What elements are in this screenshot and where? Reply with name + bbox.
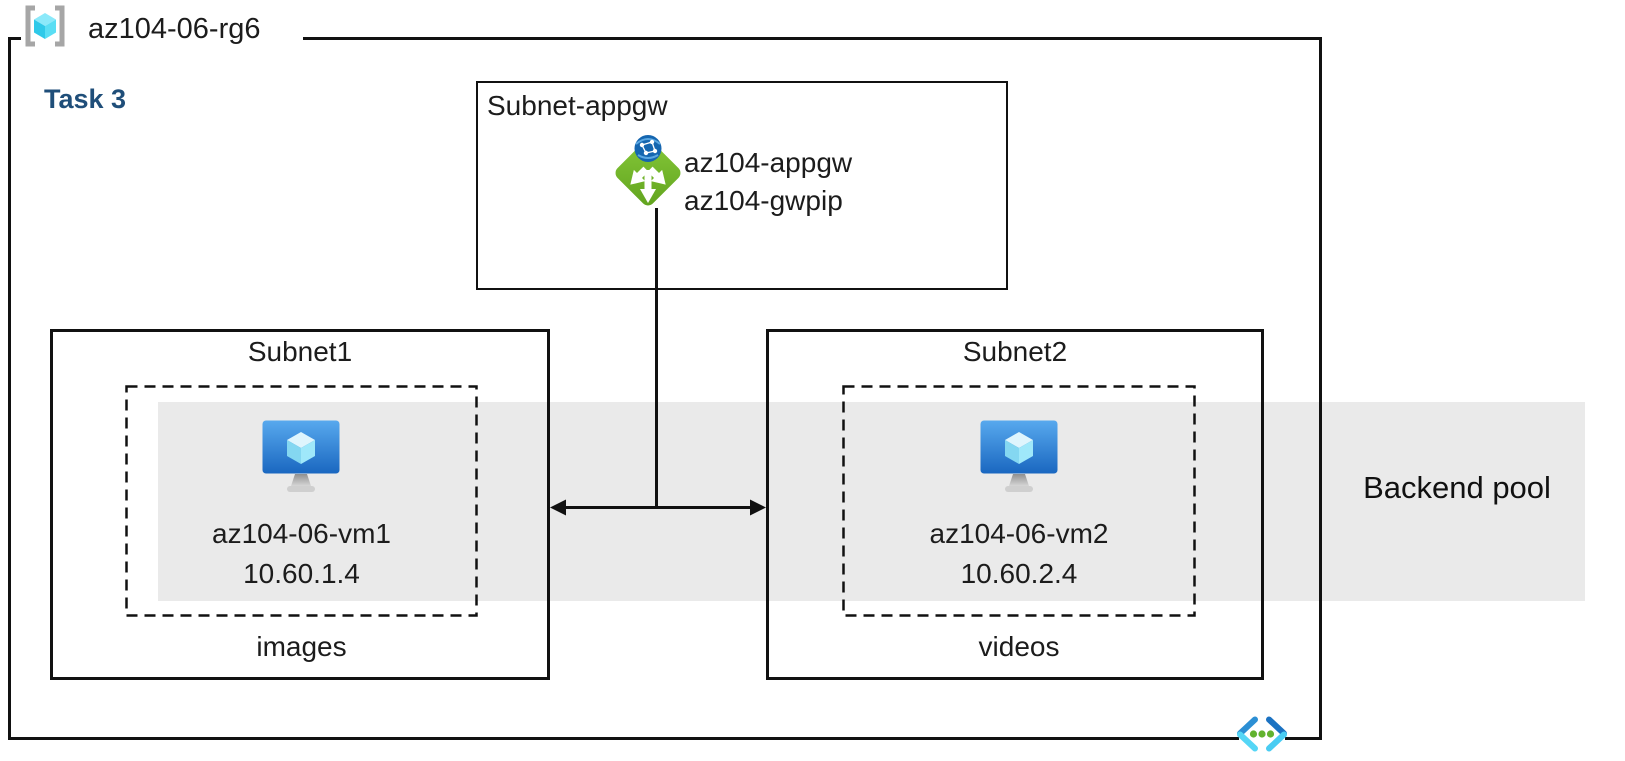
subnet2-label: Subnet2 — [962, 336, 1068, 367]
vm2-name-label: az104-06-vm2 — [929, 518, 1109, 549]
appgw-pip-label: az104-gwpip — [684, 185, 843, 216]
vm1-ip-label: 10.60.1.4 — [243, 558, 360, 589]
resource-group-icon — [22, 5, 68, 47]
subnet1-label: Subnet1 — [247, 336, 353, 367]
subnet1-box — [50, 329, 550, 680]
vm2-ip-label: 10.60.2.4 — [960, 558, 1078, 589]
task-label: Task 3 — [44, 84, 127, 114]
resource-group-box — [8, 37, 1322, 740]
connector-arrows — [540, 200, 780, 522]
appgw-name-label: az104-appgw — [684, 147, 853, 178]
subnet-appgw-label: Subnet-appgw — [487, 90, 668, 121]
application-gateway-icon — [609, 131, 687, 213]
subnet2-box — [766, 329, 1264, 680]
backend-pool-label: Backend pool — [1363, 470, 1551, 505]
backend-pool-band — [158, 402, 1585, 601]
virtual-machine-icon — [261, 419, 341, 497]
resource-group-border-gap — [21, 34, 303, 44]
vm1-name-label: az104-06-vm1 — [212, 518, 391, 549]
subnet2-caption: videos — [978, 631, 1060, 662]
virtual-network-icon — [1234, 714, 1290, 754]
virtual-machine-icon — [979, 419, 1059, 497]
subnet-appgw-box — [476, 81, 1008, 290]
subnet2-dashed-box — [842, 385, 1196, 617]
subnet1-caption: images — [256, 631, 347, 662]
resource-group-label: az104-06-rg6 — [88, 13, 261, 45]
